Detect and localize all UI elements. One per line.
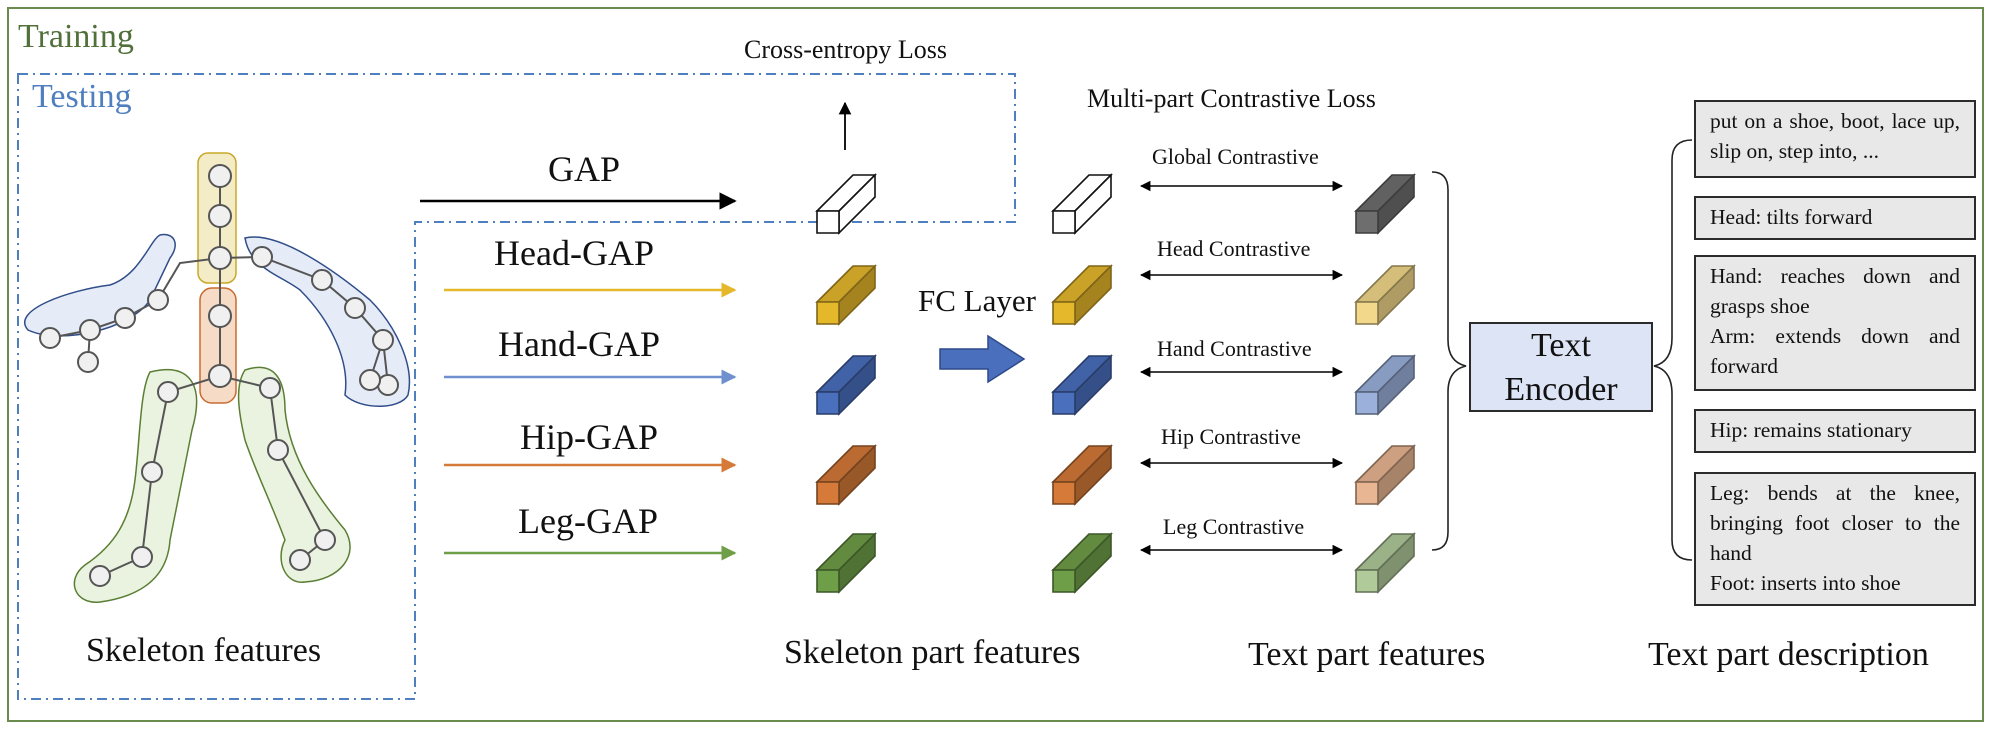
skeleton-figure [24,152,411,603]
gap-label: GAP [548,149,621,189]
text-leg-feature-cube [1354,532,1416,594]
cross-entropy-label: Cross-entropy Loss [744,35,947,64]
desc-hand: Hand: reaches down and grasps shoe Arm: … [1694,255,1976,391]
head-gap-label: Head-GAP [494,233,654,273]
text-head-feature-cube [1354,264,1416,326]
skeleton-part-leg-cube [1051,532,1113,594]
skeleton-leg-feature-cube [815,532,877,594]
testing-label: Testing [32,78,132,115]
caption-skeleton-features: Skeleton features [86,632,322,669]
text-encoder-line1: Text [1531,327,1591,364]
fc-layer-label: FC Layer [918,283,1036,318]
text-feature-brace [1431,171,1467,551]
text-encoder-line2: Encoder [1504,371,1618,408]
hip-contrastive-label: Hip Contrastive [1161,424,1301,449]
head-contrastive-label: Head Contrastive [1157,236,1311,261]
left-leg-region [73,369,198,603]
caption-text-part-description: Text part description [1648,636,1929,673]
desc-global-text: put on a shoe, boot, lace up, slip on, s… [1710,109,1960,163]
desc-leg-text: Leg: bends at the knee, bringing foot cl… [1710,481,1960,565]
desc-foot-text: Foot: inserts into shoe [1710,571,1901,595]
skeleton-hand-feature-cube [815,354,877,416]
testing-frame [17,73,1016,700]
caption-text-part-features: Text part features [1248,636,1486,673]
skeleton-part-hand-cube [1051,354,1113,416]
training-frame [7,7,1984,722]
desc-head-text: Head: tilts forward [1710,205,1873,229]
text-hip-feature-cube [1354,444,1416,506]
desc-arm-text: Arm: extends down and forward [1710,324,1960,378]
leg-contrastive-label: Leg Contrastive [1163,514,1305,539]
desc-hand-text: Hand: reaches down and grasps shoe [1710,264,1960,318]
hand-gap-label: Hand-GAP [498,324,660,364]
desc-leg: Leg: bends at the knee, bringing foot cl… [1694,472,1976,606]
right-arm-region [244,236,411,407]
fc-layer-arrow [939,334,1026,384]
text-encoder-box: Text Encoder [1469,322,1653,412]
leg-gap-label: Leg-GAP [518,501,658,541]
desc-global: put on a shoe, boot, lace up, slip on, s… [1694,100,1976,178]
desc-hip: Hip: remains stationary [1694,409,1976,453]
skeleton-part-global-cube [1051,173,1113,235]
desc-hip-text: Hip: remains stationary [1710,418,1912,442]
skeleton-head-feature-cube [815,264,877,326]
text-hand-feature-cube [1354,354,1416,416]
multi-part-loss-label: Multi-part Contrastive Loss [1087,84,1376,113]
global-contrastive-label: Global Contrastive [1152,144,1319,169]
skeleton-hip-feature-cube [815,444,877,506]
caption-skeleton-part-features: Skeleton part features [784,634,1081,671]
skeleton-part-hip-cube [1051,444,1113,506]
description-brace [1653,139,1693,561]
hip-gap-label: Hip-GAP [520,417,659,457]
right-leg-region [237,366,351,583]
training-label: Training [18,18,134,55]
skeleton-global-feature-cube [815,173,877,235]
skeleton-part-head-cube [1051,264,1113,326]
hand-contrastive-label: Hand Contrastive [1157,336,1312,361]
desc-head: Head: tilts forward [1694,196,1976,240]
left-arm-region [24,233,176,337]
text-global-feature-cube [1354,173,1416,235]
